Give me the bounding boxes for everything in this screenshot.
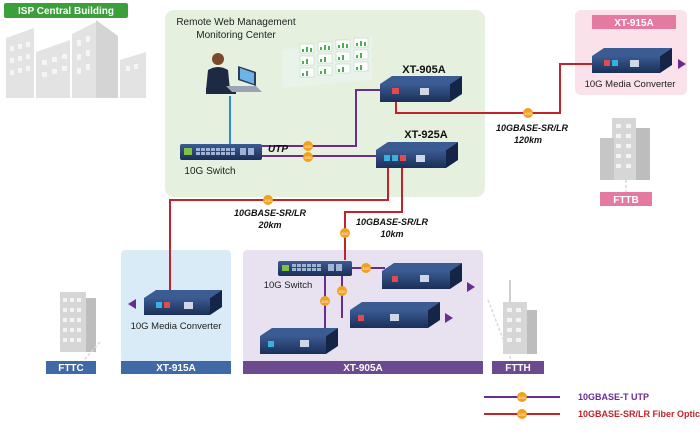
fttb-building-icon: [600, 118, 650, 180]
isp-tag: [4, 3, 128, 18]
badge-10km: 10G: [340, 228, 350, 238]
xt915a-left-tag: [121, 361, 231, 374]
dashboard-screens-icon: [282, 36, 372, 88]
fttb-tag-label: FTTB: [613, 195, 639, 206]
fttc-tag-label: FTTC: [58, 363, 84, 374]
badge-label: 10G: [518, 395, 526, 400]
arrow-ftth-1: [467, 282, 475, 292]
legend: 10G 10GBASE-T UTP 10G 10GBASE-SR/LR Fibe…: [484, 392, 700, 419]
operator-icon: [206, 53, 262, 94]
badge-20km: 10G: [263, 195, 273, 205]
fttc-tag: [46, 361, 96, 374]
badge-120km: 10G: [523, 108, 533, 118]
xt905a-top-device: [380, 76, 462, 102]
remote-mgmt-subtitle: Monitoring Center: [196, 30, 276, 41]
link-120km-distance: 120km: [514, 135, 542, 145]
xt915a-left-device: [144, 290, 222, 315]
utp-label: UTP: [268, 144, 288, 155]
xt905a-bottom-tag-label: XT-905A: [343, 363, 382, 374]
xt915a-right-tag: [592, 15, 676, 29]
arrow-ftth-2: [445, 313, 453, 323]
badge-label: 10G: [524, 111, 532, 116]
link-10km-type: 10GBASE-SR/LR: [356, 217, 429, 227]
link-10km-distance: 10km: [380, 229, 403, 239]
badge-ftth-right: 10G: [361, 263, 371, 273]
xt915a-right-tag-label: XT-915A: [614, 18, 653, 29]
arrow-to-fttb: [678, 59, 686, 69]
flow-arrows: [128, 59, 686, 323]
xt905a-unit-3: [260, 328, 338, 354]
link-20km-distance: 20km: [257, 220, 281, 230]
arrow-to-fttc: [128, 299, 136, 309]
ftth-tag: [492, 361, 544, 374]
badge-label: 10G: [304, 144, 312, 149]
legend-fiber-label: 10GBASE-SR/LR Fiber Optic: [578, 409, 700, 419]
media-converter-left-label: 10G Media Converter: [131, 321, 222, 332]
ftth-tag-label: FTTH: [505, 363, 531, 374]
xt905a-bottom-tag: [243, 361, 483, 374]
legend-fiber: 10G 10GBASE-SR/LR Fiber Optic: [484, 409, 700, 419]
legend-utp: 10G 10GBASE-T UTP: [484, 392, 649, 402]
fttb-tag: [600, 192, 652, 206]
region-connectors: [83, 180, 627, 363]
badge-utp-bottom: 10G: [303, 152, 313, 162]
badge-label: 10G: [362, 266, 370, 271]
switch-top-device: [180, 144, 262, 160]
xt905a-unit-1: [382, 263, 462, 289]
badge-label: 10G: [321, 299, 329, 304]
media-converter-right-label: 10G Media Converter: [585, 79, 676, 90]
badge-label: 10G: [338, 289, 346, 294]
link-120km-type: 10GBASE-SR/LR: [496, 123, 569, 133]
xt905a-top-label: XT-905A: [402, 64, 445, 76]
badge-label: 10G: [264, 198, 272, 203]
xt915a-left-tag-label: XT-915A: [156, 363, 195, 374]
fttc-building-icon: [60, 292, 96, 352]
badge-label: 10G: [304, 155, 312, 160]
xt925a-label: XT-925A: [404, 129, 447, 141]
isp-tag-label: ISP Central Building: [18, 6, 114, 17]
badge-ftth-left: 10G: [320, 296, 330, 306]
badge-label: 10G: [341, 231, 349, 236]
badge-utp-top: 10G: [303, 141, 313, 151]
switch-bottom-device: [278, 261, 352, 276]
link-20km-type: 10GBASE-SR/LR: [234, 208, 307, 218]
badge-ftth-mid: 10G: [337, 286, 347, 296]
legend-utp-label: 10GBASE-T UTP: [578, 392, 649, 402]
ftth-building-icon: [503, 280, 537, 354]
speed-badges: 10G 10G 10G 10G 10G 10G 10G 10G: [263, 108, 533, 306]
xt915a-right-device: [592, 48, 672, 73]
switch-bottom-label: 10G Switch: [264, 280, 313, 291]
xt905a-unit-2: [350, 302, 440, 328]
isp-building-icon: [6, 20, 146, 98]
xt925a-device: [376, 142, 458, 168]
switch-top-label: 10G Switch: [184, 166, 235, 177]
remote-mgmt-title: Remote Web Management: [176, 17, 296, 28]
badge-label: 10G: [518, 412, 526, 417]
